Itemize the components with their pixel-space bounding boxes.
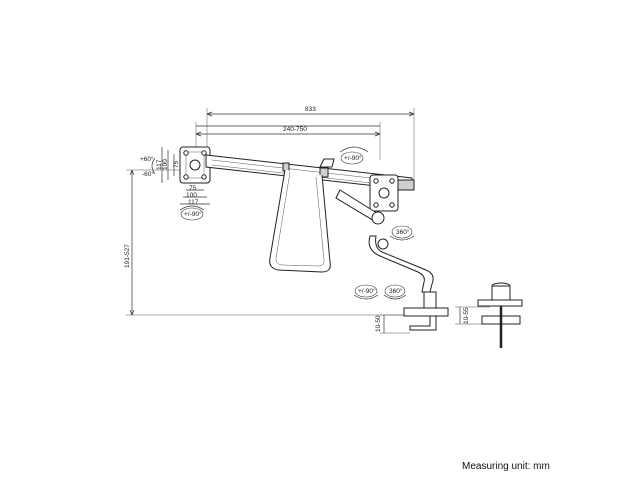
measuring-unit-note: Measuring unit: mm xyxy=(462,461,550,472)
overall-width-label: 833 xyxy=(305,106,316,113)
screen-rotate-label: +/-90° xyxy=(184,210,202,218)
tilt-up-label: +60° xyxy=(140,155,154,163)
left-vesa-height-dimensions: 117 100 75 +60° -60° xyxy=(140,147,180,183)
vesa-height-mid-label: 100 xyxy=(162,159,169,170)
cable-loop xyxy=(269,169,331,273)
base-rotate-a-label: +/-90° xyxy=(358,287,376,295)
articulating-arm xyxy=(335,189,434,293)
screen-rotate-badge: +/-90° xyxy=(179,205,205,221)
base-rotate-badges: +/-90° 360° xyxy=(353,284,407,300)
vesa-width-inner-label: 75 xyxy=(189,185,197,192)
desk-clamp xyxy=(403,291,449,331)
desk-thickness-clamp-label: 10-50 xyxy=(375,315,382,332)
vesa-width-mid-label: 100 xyxy=(186,192,197,199)
top-rotate-badge: +/-90° xyxy=(339,146,369,165)
arm-width-label: 240-750 xyxy=(283,126,307,133)
base-rotate-b-label: 360° xyxy=(389,287,403,295)
middle-rotate-label: 360° xyxy=(396,228,410,236)
vesa-height-inner-label: 75 xyxy=(173,160,180,168)
vesa-width-outer-label: 117 xyxy=(188,199,199,206)
overall-width-dimension: 833 xyxy=(206,106,415,190)
left-vesa-plate xyxy=(179,146,211,184)
left-vesa-width-dimensions: 75 100 117 xyxy=(180,185,210,206)
desk-thickness-grommet-label: 10-55 xyxy=(463,307,470,324)
top-rotate-label: +/-90° xyxy=(344,154,362,162)
arm-width-dimension: 240-750 xyxy=(195,122,381,160)
middle-rotate-badge: 360° xyxy=(389,225,415,241)
vesa-height-outer-label: 117 xyxy=(156,159,163,170)
height-range-label: 191-527 xyxy=(124,244,131,268)
desk-thickness-clamp-dimension: 10-50 xyxy=(375,314,410,334)
grommet-mount xyxy=(477,282,523,348)
tilt-down-label: -60° xyxy=(142,170,154,178)
right-vesa-plate xyxy=(369,174,415,212)
